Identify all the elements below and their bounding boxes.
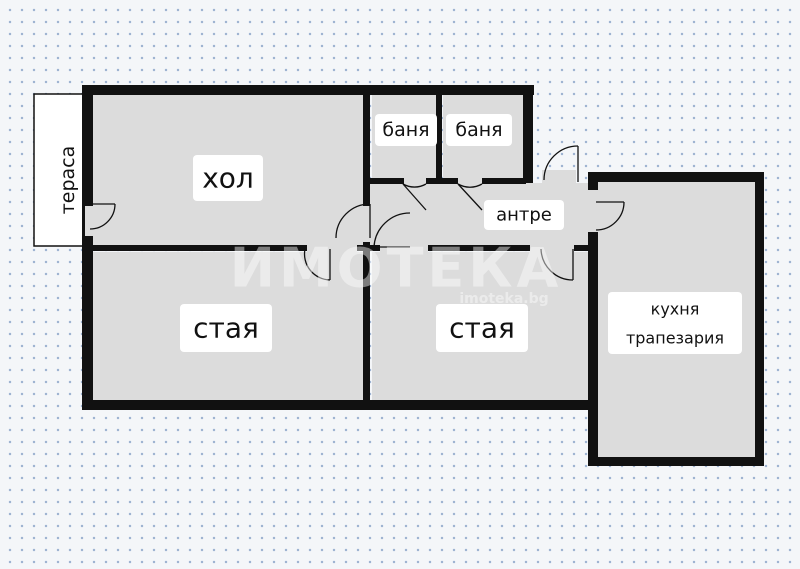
wall-kitchen-right <box>755 172 764 465</box>
wall-bath-bottom <box>368 178 526 184</box>
wall-bottom <box>82 400 590 410</box>
door-room-2 <box>373 212 411 248</box>
door-hall <box>335 203 371 239</box>
wall-kitchen-left <box>588 172 598 466</box>
label-room-2-text: стая <box>449 312 515 345</box>
wall-between-baths <box>436 90 442 182</box>
door-gap-kitchen <box>586 190 600 232</box>
door-bath-2 <box>457 183 483 211</box>
door-room-1 <box>303 248 331 281</box>
door-entry <box>543 145 579 182</box>
door-gap-hall <box>361 206 372 242</box>
terrace-area <box>33 93 89 247</box>
label-room-1: стая <box>180 304 272 352</box>
label-bath-2: баня <box>446 114 512 146</box>
door-gap-bath-1 <box>404 176 426 186</box>
label-kitchen-line-2: трапезария <box>626 329 724 348</box>
door-gap-terrace <box>85 206 95 236</box>
door-gap-room-1 <box>307 243 357 253</box>
door-room-2b <box>540 248 574 281</box>
wall-top <box>82 85 534 95</box>
label-entrance-text: антре <box>496 205 552 226</box>
label-kitchen-line-1: кухня <box>651 300 700 319</box>
wall-kitchen-top <box>588 172 763 182</box>
door-terrace <box>89 203 116 230</box>
label-room-1-text: стая <box>193 312 259 345</box>
label-hall: хол <box>193 155 263 201</box>
wall-vertical-center <box>363 90 370 408</box>
door-gap-entry <box>542 170 576 184</box>
label-bath-1-text: баня <box>382 119 429 141</box>
watermark-brand: ИМОТЕКА <box>230 237 563 300</box>
label-terrace: тераса <box>57 146 79 215</box>
wall-bath-right <box>523 85 533 183</box>
label-bath-2-text: баня <box>455 119 502 141</box>
label-room-2: стая <box>436 304 528 352</box>
wall-left <box>82 85 93 408</box>
door-gap-room-2b <box>530 243 574 253</box>
watermark: ИМОТЕКА imoteka.bg <box>230 237 563 308</box>
door-gap-room-2 <box>380 243 428 253</box>
label-entrance: антре <box>484 200 564 230</box>
label-hall-text: хол <box>202 162 254 195</box>
label-kitchen: кухня трапезария <box>608 292 742 354</box>
door-gap-bath-2 <box>458 176 482 186</box>
label-terrace-text: тераса <box>57 146 79 215</box>
door-bath-1 <box>402 183 427 211</box>
label-bath-1: баня <box>375 114 437 146</box>
watermark-site: imoteka.bg <box>459 291 548 307</box>
door-kitchen <box>595 201 625 231</box>
wall-kitchen-bottom <box>588 457 764 466</box>
